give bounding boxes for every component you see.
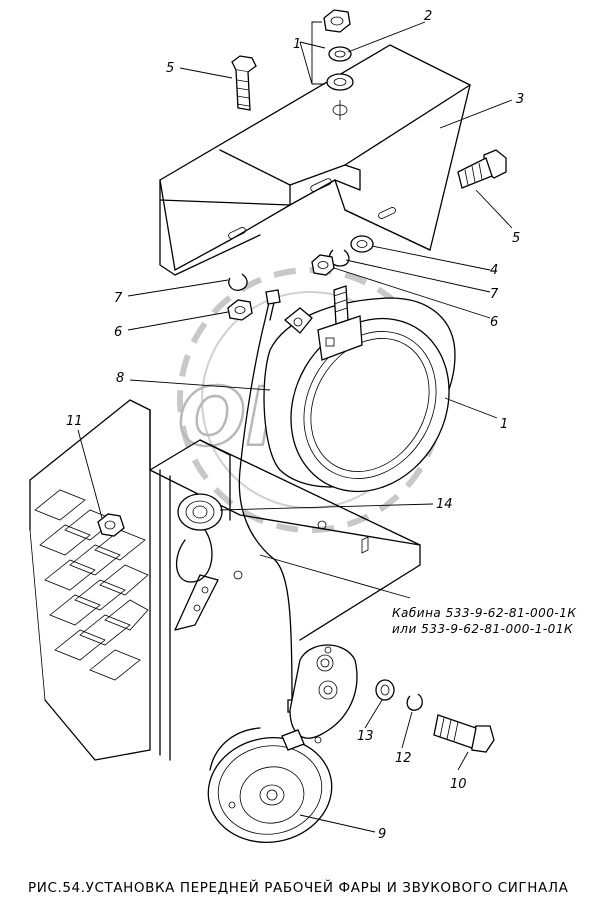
callout-6-right: 6 [490,315,498,330]
work-headlamp [263,285,456,493]
bolt-right [457,149,507,189]
cabin-note-line2: или 533-9-62-81-000-1-01К [392,622,573,636]
grommet [177,493,223,531]
cabin-panel [29,399,421,761]
bolt-horn [433,714,495,753]
spring-washer-horn [406,693,423,711]
callout-5-right: 5 [512,231,520,246]
callout-7-right: 7 [490,287,499,302]
washer-horn [375,679,395,701]
callout-6-left: 6 [114,325,122,340]
top-spring-washer [328,46,352,62]
top-flat-washer [326,73,354,91]
callout-8: 8 [116,371,124,386]
callout-4: 4 [490,263,498,278]
cabin-note-line1: Кабина 533-9-62-81-000-1К [392,606,576,620]
callout-labels: 1 2 5 3 5 4 7 7 6 6 8 1 11 14 13 12 10 9 [66,9,524,842]
callout-14: 14 [436,497,453,512]
callout-11: 11 [66,414,83,429]
spring-washer-left [228,273,248,291]
callout-10: 10 [450,777,467,792]
washer-right [350,235,374,253]
nut-panel [97,513,125,537]
nut-left [227,299,253,321]
top-nut [323,9,351,33]
figure-caption: РИС.54.УСТАНОВКА ПЕРЕДНЕЙ РАБОЧЕЙ ФАРЫ И… [28,878,569,896]
callout-1-lamp: 1 [500,417,508,432]
callout-1-top: 1 [293,37,301,52]
horn [207,727,333,843]
horn-bracket [289,644,358,739]
callout-12: 12 [395,751,412,766]
callout-7-left: 7 [114,291,123,306]
leader-lines [77,21,513,833]
callout-2: 2 [424,9,432,24]
bolt-top-left [231,55,257,111]
spring-washer-right [328,249,350,267]
callout-13: 13 [357,729,374,744]
headlamp-bracket [159,44,471,276]
callout-5-left: 5 [166,61,174,76]
callout-9: 9 [378,827,386,842]
callout-3: 3 [516,92,524,107]
